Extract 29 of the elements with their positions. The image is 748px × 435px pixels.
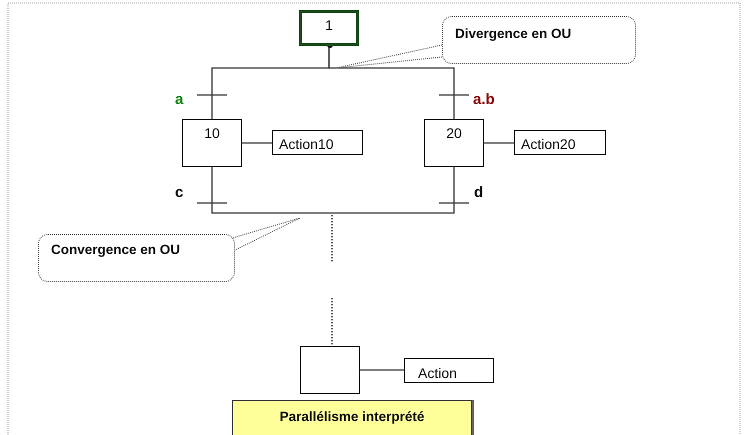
connector-line	[242, 142, 272, 144]
leader-line	[336, 44, 442, 68]
initial-step-box	[299, 10, 359, 46]
callout-box	[442, 16, 636, 64]
step-number: 20	[445, 125, 463, 141]
transition-condition: d	[474, 184, 484, 201]
callout-text: Convergence en OU	[51, 242, 180, 257]
transition-condition: c	[175, 184, 184, 201]
step-number: 1	[324, 17, 334, 33]
connector-line	[360, 369, 404, 371]
callout-box	[38, 234, 235, 282]
connector-line	[328, 46, 455, 119]
transition-condition: a	[175, 91, 184, 108]
action-label: Action20	[521, 136, 576, 152]
transition-condition: a.b	[473, 91, 495, 108]
step-box	[424, 119, 484, 167]
action-box	[404, 358, 494, 383]
action-box	[272, 130, 363, 155]
action-label: Action10	[279, 136, 334, 152]
step-box	[182, 119, 242, 167]
band-title: Parallélisme interprété	[278, 409, 426, 424]
title-band	[232, 400, 472, 435]
callout-text: Divergence en OU	[455, 26, 572, 41]
connector-line	[484, 142, 514, 144]
action-box	[514, 130, 606, 155]
action-label: Action	[418, 365, 457, 381]
step-box	[300, 346, 360, 394]
connector-line	[331, 167, 455, 346]
step-number: 10	[203, 125, 221, 141]
